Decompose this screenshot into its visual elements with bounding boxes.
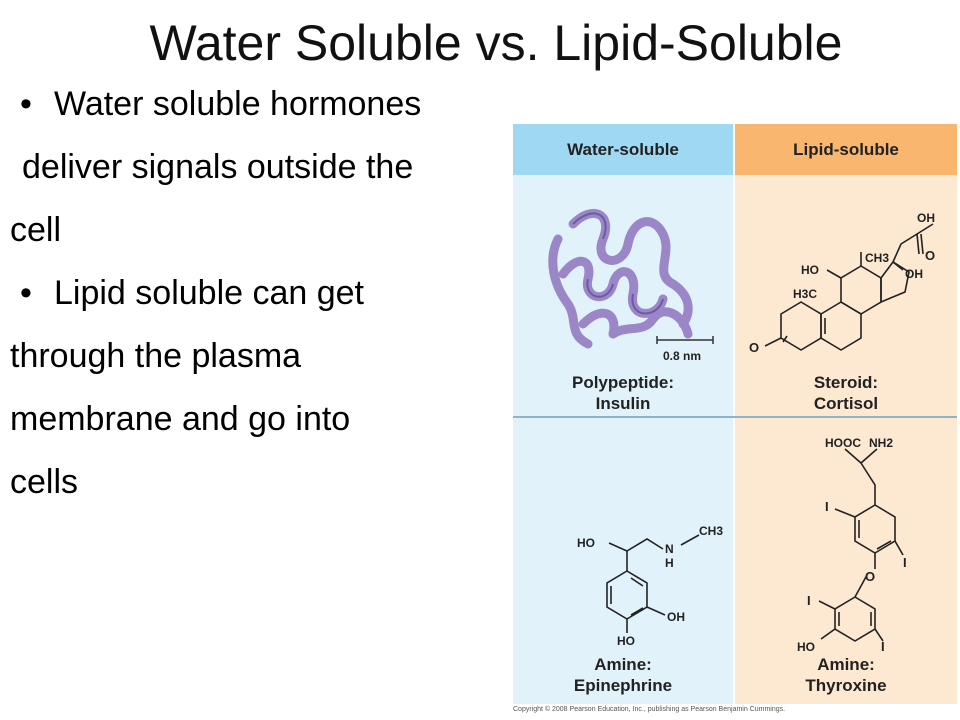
cortisol-structure: O H3C HO CH3 O OH OH	[749, 211, 935, 355]
epinephrine-caption-name: Epinephrine	[573, 676, 673, 695]
epinephrine-caption: Amine: Epinephrine	[513, 654, 733, 696]
epinephrine-oh: OH	[667, 610, 685, 624]
cortisol-ho: HO	[801, 263, 819, 277]
bullet-2-text: Lipid soluble can get	[54, 274, 365, 312]
cortisol-caption: Steroid: Cortisol	[735, 372, 957, 414]
slide-body: • Water soluble hormones deliver signals …	[10, 84, 510, 525]
bullet-dot: •	[20, 85, 32, 123]
scale-bar-label: 0.8 nm	[663, 349, 701, 363]
copyright-notice: Copyright © 2008 Pearson Education, Inc.…	[513, 706, 786, 713]
body-line-2: deliver signals outside the	[22, 148, 414, 186]
insulin-caption-name: Insulin	[595, 394, 651, 413]
body-line-6: membrane and go into	[10, 400, 351, 438]
thyroxine-caption: Amine: Thyroxine	[735, 654, 957, 696]
body-line-7: cells	[10, 463, 79, 501]
thyroxine-iodine-2: I	[903, 555, 907, 570]
slide-title: Water Soluble vs. Lipid-Soluble	[149, 15, 843, 71]
epinephrine-ho: HO	[577, 536, 595, 550]
bullet-2: • Lipid soluble can get	[10, 273, 510, 336]
cortisol-caption-name: Cortisol	[813, 394, 879, 413]
cortisol-oh-17: OH	[905, 267, 923, 281]
epinephrine-h: H	[665, 556, 674, 570]
thyroxine-caption-name: Thyroxine	[805, 676, 887, 695]
insulin-caption: Polypeptide: Insulin	[513, 372, 733, 414]
body-line-5: through the plasma	[10, 337, 302, 375]
cortisol-h3c: H3C	[793, 287, 817, 301]
epinephrine-ch3: CH3	[699, 524, 723, 538]
thyroxine-ho: HO	[797, 640, 815, 654]
bullet-1: • Water soluble hormones	[10, 84, 510, 147]
thyroxine-ether-o: O	[865, 569, 875, 584]
scale-bar: 0.8 nm	[656, 336, 714, 363]
epinephrine-n: N	[665, 542, 674, 556]
column-divider	[733, 124, 735, 704]
hormone-figure: Water-soluble Lipid-soluble 0.8 nm Polyp…	[513, 124, 957, 704]
thyroxine-iodine-1: I	[825, 499, 829, 514]
cortisol-ch3: CH3	[865, 251, 889, 265]
body-line-3: cell	[10, 211, 62, 249]
insulin-caption-class: Polypeptide:	[571, 373, 674, 392]
water-soluble-header: Water-soluble	[513, 124, 733, 175]
thyroxine-hooc: HOOC	[825, 436, 861, 450]
bullet-1-text: Water soluble hormones	[54, 85, 422, 123]
thyroxine-structure: HOOC NH2 I I O I I HO	[797, 436, 907, 654]
lipid-soluble-header: Lipid-soluble	[735, 124, 957, 175]
thyroxine-nh2: NH2	[869, 436, 893, 450]
epinephrine-structure: HO N H CH3 OH HO	[577, 524, 723, 648]
bullet-dot: •	[20, 274, 32, 312]
cortisol-carbonyl-o: O	[925, 248, 935, 263]
row-divider	[513, 416, 957, 418]
epinephrine-ho-ring: HO	[617, 634, 635, 648]
insulin-ribbon-illustration	[548, 208, 693, 349]
lipid-soluble-column	[735, 124, 957, 704]
cortisol-caption-class: Steroid:	[813, 373, 879, 392]
thyroxine-iodine-3: I	[807, 593, 811, 608]
cortisol-ketone-o: O	[749, 340, 759, 355]
thyroxine-iodine-4: I	[881, 639, 885, 654]
water-soluble-column	[513, 124, 733, 704]
epinephrine-caption-class: Amine:	[594, 655, 652, 674]
thyroxine-caption-class: Amine:	[817, 655, 875, 674]
cortisol-oh-21: OH	[917, 211, 935, 225]
